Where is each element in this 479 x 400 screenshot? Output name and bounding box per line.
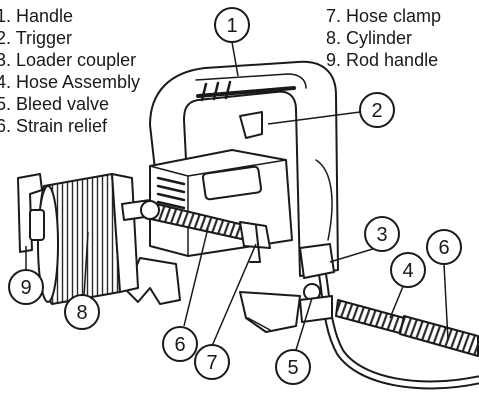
legend-item-hose-clamp: 7. Hose clamp (326, 6, 442, 26)
legend-item-bleed-valve: 5. Bleed valve (0, 94, 110, 114)
legend-item-cylinder: 8. Cylinder (326, 28, 413, 48)
legend-item-trigger: 2. Trigger (0, 28, 73, 48)
callout-3-label: 3 (376, 224, 387, 246)
callout-2 (359, 92, 395, 128)
callout-6-right (426, 229, 462, 265)
trigger (239, 111, 263, 139)
callout-8-label: 8 (76, 302, 87, 324)
callout-5 (275, 349, 311, 385)
callout-5-label: 5 (287, 357, 298, 379)
callout-4 (390, 252, 426, 288)
callout-7-label: 7 (206, 352, 217, 374)
callout-2-label: 2 (371, 100, 382, 122)
leader-lines (25, 41, 449, 351)
callout-1 (214, 7, 250, 43)
callout-6-right-label: 6 (438, 237, 449, 259)
callout-6-left-label: 6 (174, 334, 185, 356)
legend-item-strain-relief: 6. Strain relief (0, 116, 108, 136)
legend-item-handle: 1. Handle (0, 6, 74, 26)
callout-8 (64, 294, 100, 330)
legend-item-rod-handle: 9. Rod handle (326, 50, 439, 70)
callout-7 (194, 344, 230, 380)
vent-slots (156, 176, 186, 210)
legend-item-loader-coupler: 3. Loader coupler (0, 50, 137, 70)
callout-3 (364, 216, 400, 252)
hose-clamp (239, 221, 271, 249)
legend-right: 7. Hose clamp 8. Cylinder 9. Rod handle (326, 5, 441, 71)
legend-item-hose-assembly: 4. Hose Assembly (0, 72, 141, 92)
legend-left: 1. Handle 2. Trigger 3. Loader coupler 4… (0, 5, 140, 137)
loader-coupler (299, 243, 335, 279)
callout-6-left (162, 326, 198, 362)
callout-9-label: 9 (20, 277, 31, 299)
motor-housing (149, 149, 293, 257)
callout-4-label: 4 (402, 260, 413, 282)
base (125, 257, 181, 305)
callout-9 (8, 269, 44, 305)
callout-1-label: 1 (226, 15, 237, 37)
